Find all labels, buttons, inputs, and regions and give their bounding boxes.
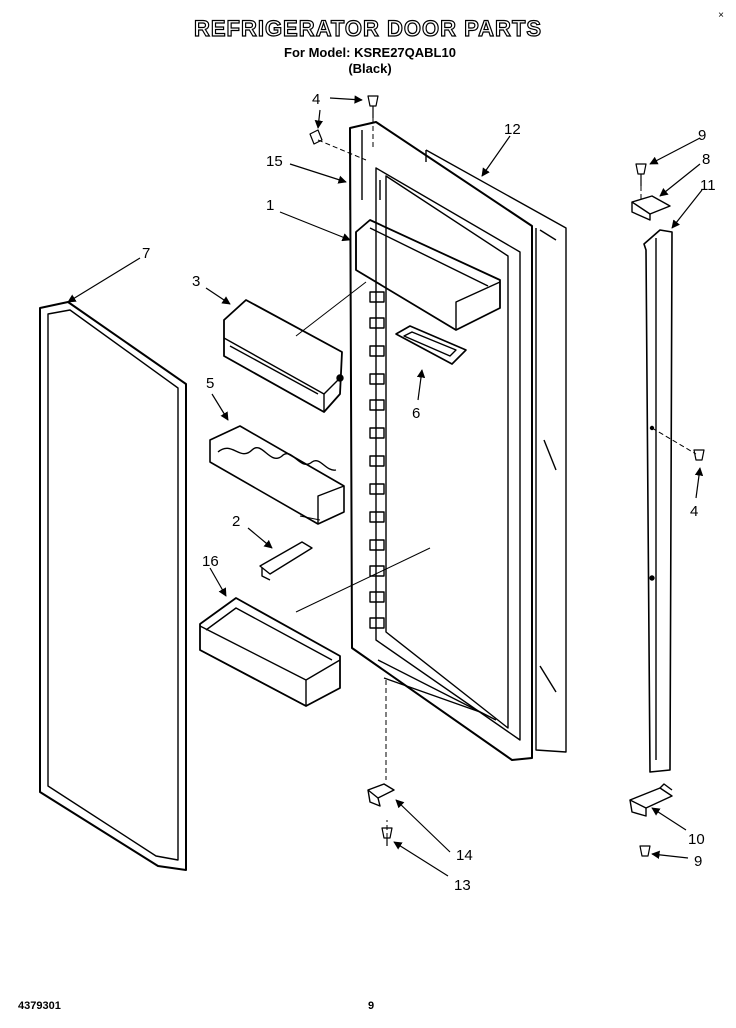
callout-3: 3 xyxy=(192,273,200,290)
door-bin xyxy=(199,597,341,707)
callout-14: 14 xyxy=(456,847,473,864)
callout-13: 13 xyxy=(454,877,471,894)
dairy-door xyxy=(223,299,344,413)
liner-shelf-supports xyxy=(369,291,385,629)
model-line: For Model: KSRE27QABL10 xyxy=(284,45,456,60)
corner-mark: × xyxy=(718,10,724,21)
hinge-trim-strip xyxy=(643,229,673,773)
document-number: 4379301 xyxy=(18,1000,61,1012)
leader-lines xyxy=(67,95,704,877)
bottom-hinge xyxy=(629,783,673,817)
callout-2: 2 xyxy=(232,513,240,530)
callout-15: 15 xyxy=(266,153,283,170)
page-number: 9 xyxy=(368,1000,375,1012)
door-liner xyxy=(349,121,533,761)
dairy-compartment xyxy=(355,219,501,331)
callout-7: 7 xyxy=(142,245,150,262)
callout-11: 11 xyxy=(700,177,716,194)
screws xyxy=(309,95,705,857)
callout-6: 6 xyxy=(412,405,420,422)
callout-5: 5 xyxy=(206,375,214,392)
bin-clip xyxy=(259,541,313,581)
color-line: (Black) xyxy=(348,61,392,76)
callout-4-top: 4 xyxy=(312,91,320,108)
egg-tray xyxy=(209,425,345,525)
door-outer-panel xyxy=(425,149,567,753)
door-stop xyxy=(367,783,395,807)
callout-9-top: 9 xyxy=(698,127,706,144)
top-hinge xyxy=(631,195,671,221)
diagram-title: REFRIGERATOR DOOR PARTS xyxy=(193,15,543,41)
callout-numbers: 4 12 15 1 7 3 5 6 2 16 9 8 11 4 10 9 14 … xyxy=(142,91,716,894)
callout-9-bottom: 9 xyxy=(694,853,702,870)
alignment-lines xyxy=(317,118,697,846)
callout-12: 12 xyxy=(504,121,521,138)
callout-10: 10 xyxy=(688,831,705,848)
callout-16: 16 xyxy=(202,553,219,570)
door-gasket xyxy=(39,301,187,871)
small-bin xyxy=(395,325,467,365)
callout-1: 1 xyxy=(266,197,274,214)
callout-8: 8 xyxy=(702,151,710,168)
bin-alignment-lines xyxy=(295,281,431,613)
callout-4-right: 4 xyxy=(690,503,698,520)
